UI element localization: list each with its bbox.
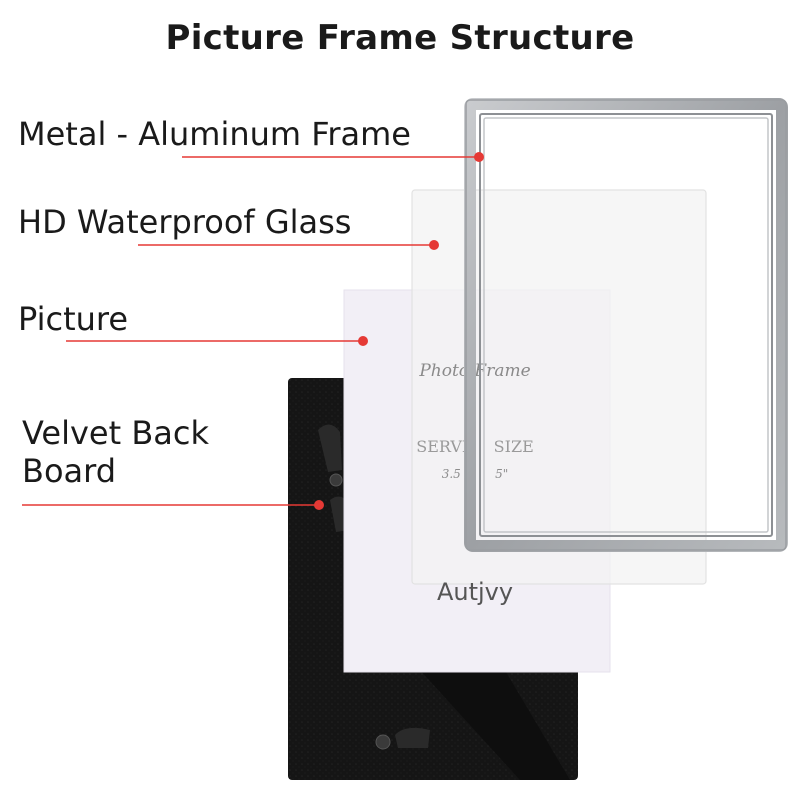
label-velvet-back-line1: Velvet Back [22,414,210,452]
leader-glass [138,240,439,250]
label-aluminum-frame: Metal - Aluminum Frame [18,115,411,153]
retaining-clip [318,424,343,487]
label-hd-glass: HD Waterproof Glass [18,203,352,241]
diagram-title: Picture Frame Structure [165,18,635,58]
label-picture: Picture [18,300,129,338]
aluminum-frame [464,98,788,552]
retaining-clip [375,727,430,750]
hd-glass-panel [411,189,707,585]
leader-frame [182,152,484,162]
leader-picture [66,336,368,346]
label-velvet-back-line2: Board [22,452,117,490]
leader-backboard [22,500,324,510]
brand-name: Autjvy [437,578,513,606]
